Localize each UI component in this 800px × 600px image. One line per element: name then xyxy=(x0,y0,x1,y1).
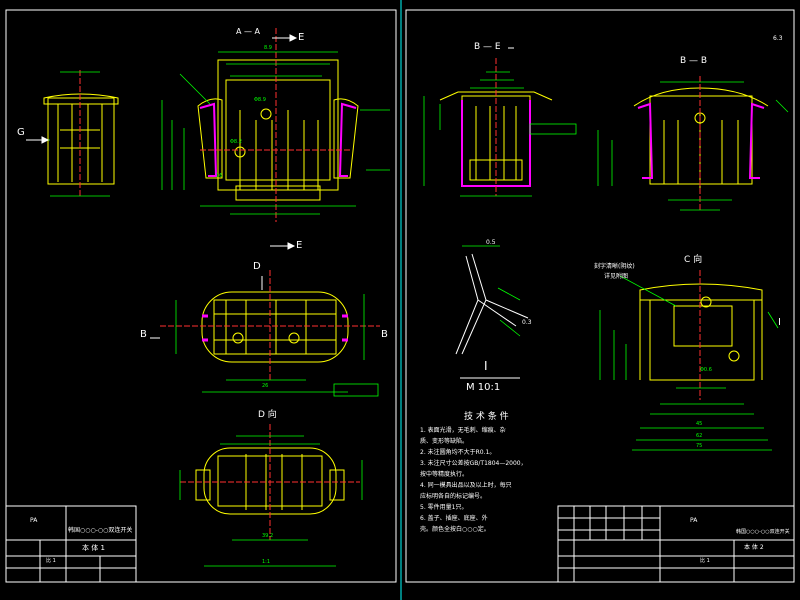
dim-text: 62 xyxy=(696,433,703,439)
view-g-label: G xyxy=(17,127,25,138)
tech-line: 1. 表面光滑，无毛刺、缩痕、杂 xyxy=(420,427,506,434)
tech-line: 2. 未注圆角均不大于R0.1。 xyxy=(420,449,496,456)
dim-text: 75 xyxy=(696,443,703,449)
dim-text: 8.9 xyxy=(264,45,272,51)
dim-text: Φ8.9 xyxy=(254,97,266,103)
detail-dim-2: 0.3 xyxy=(522,319,532,326)
tech-line: 4. 同一模具出品以及以上时，每只 xyxy=(420,482,512,489)
detail-scale: M 10:1 xyxy=(466,382,501,393)
tech-title: 技 术 条 件 xyxy=(464,412,509,422)
view-d-marker: D xyxy=(253,261,261,272)
section-bb xyxy=(633,87,769,190)
tech-line: 3. 未注尺寸公差按GB/T1804—2000， xyxy=(420,460,527,467)
dim-text: 16 xyxy=(216,173,223,179)
surface-roughness: 6.3 xyxy=(773,35,783,42)
dim-text: 45 xyxy=(696,421,703,427)
section-aa-label: A — A xyxy=(236,27,261,36)
view-c-title: C 向 xyxy=(684,255,703,265)
view-c-note-2: 详见附图 xyxy=(604,273,629,280)
view-c-note-1: 刻字清晰(阴纹) xyxy=(594,263,635,270)
tb1-unit: PA xyxy=(30,517,38,524)
section-b-marker-right: B xyxy=(381,329,388,340)
tb2-part-name: 韩国○○○-○○双连开关 xyxy=(736,529,790,535)
tb2-part-sub: 本 体 2 xyxy=(744,544,764,551)
detail-i-label: I xyxy=(484,359,488,373)
section-b-marker-left: B xyxy=(140,329,147,340)
detail-dim-1: 0.5 xyxy=(486,239,496,246)
technical-conditions: 技 术 条 件 1. 表面光滑，无毛刺、缩痕、杂 质、变形等缺陷。 2. 未注圆… xyxy=(420,412,550,535)
title-block-2 xyxy=(557,505,795,583)
tech-line: 壳。颜色全按白○○○定。 xyxy=(420,526,490,533)
tech-line: 6. 盖子、插座、底座、外 xyxy=(420,515,488,522)
tech-line: 按中等精度执行。 xyxy=(420,471,469,478)
detail-i xyxy=(455,253,529,355)
dim-text: 39.2 xyxy=(262,533,274,539)
tech-line: 质、变形等缺陷。 xyxy=(420,438,469,445)
tb2-unit: PA xyxy=(690,517,698,524)
plan-view xyxy=(201,291,349,363)
tb1-part-name: 韩国○○○-○○双连开关 xyxy=(68,527,133,534)
view-c-i-marker: I xyxy=(778,317,781,328)
view-g-left xyxy=(43,93,119,185)
tech-line: 应标明各自的标记编号。 xyxy=(420,493,487,500)
section-aa xyxy=(197,59,359,201)
dim-text: 1:1 xyxy=(262,559,271,565)
section-bb-label: B — B xyxy=(680,56,708,66)
section-e-label-top: E xyxy=(298,32,305,43)
tech-line: 5. 零件用量1只。 xyxy=(420,504,468,511)
tb2-scale: 比 1 xyxy=(700,558,710,564)
dim-text: 26 xyxy=(262,383,269,389)
tb1-scale: 比 1 xyxy=(46,558,56,564)
view-c xyxy=(639,283,763,381)
tb1-part-sub: 本 体 1 xyxy=(82,544,105,552)
dim-text: Φ0.6 xyxy=(700,367,712,373)
view-d-title: D 向 xyxy=(258,410,277,420)
dim-text: Φ8.2 xyxy=(230,139,242,145)
section-be-label: B — E xyxy=(474,42,501,52)
title-block-1 xyxy=(5,505,137,583)
sheet1-border xyxy=(5,9,397,583)
section-e-label-mid: E xyxy=(296,240,303,251)
